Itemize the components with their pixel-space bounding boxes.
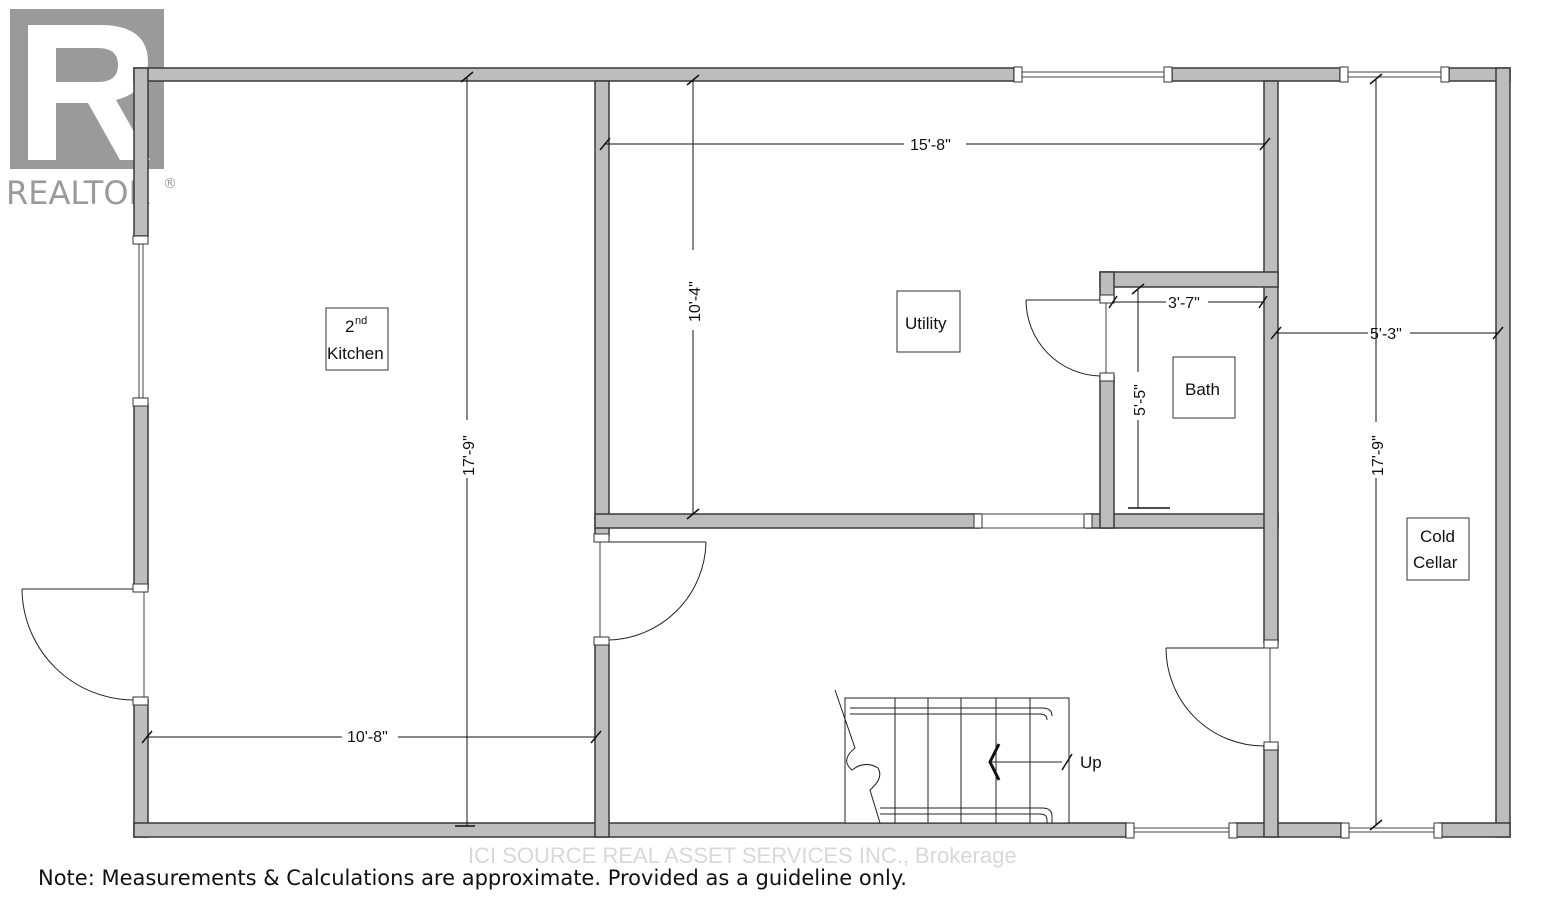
bottom-wall-right	[1439, 822, 1511, 838]
utility-width-dim: 15'-8"	[910, 137, 951, 154]
kitchen-depth-dim: 17'-9"	[461, 435, 478, 476]
window-left-cap-top	[132, 235, 149, 245]
kitchen-divider-upper	[594, 80, 610, 537]
bath-depth-dim: 5'-5"	[1132, 384, 1149, 416]
door-cap	[593, 636, 610, 646]
left-wall-middle	[133, 403, 149, 589]
room-label-cold-cellar: Cold Cellar	[1406, 517, 1470, 581]
opening-cap-right	[1083, 513, 1093, 529]
registered-mark: ®	[163, 176, 177, 192]
door-cap	[1263, 639, 1279, 649]
kitchen-divider-lower	[594, 643, 610, 838]
cellar-divider-lower	[1263, 745, 1279, 838]
cellar-width-dim: 5'-3"	[1370, 326, 1402, 343]
realtor-logo: REALTOR ®	[6, 9, 177, 212]
room-label-bath: Bath	[1172, 356, 1236, 419]
right-wall	[1495, 67, 1511, 838]
bath-bottom-wall	[1085, 513, 1279, 529]
opening-cap-left	[973, 513, 983, 529]
door-cap	[593, 533, 610, 543]
window-top-1-cap-right	[1163, 66, 1173, 83]
brokerage-watermark: ICI SOURCE REAL ASSET SERVICES INC., Bro…	[468, 843, 1096, 869]
left-wall-bottom	[133, 699, 149, 838]
exterior-walls	[133, 67, 1511, 838]
window-bottom-1-cap-right	[1228, 822, 1238, 839]
stair-arrow-icon	[988, 743, 1001, 781]
cold-cellar-label-line1: Cold	[1420, 527, 1455, 546]
door-cap	[1099, 294, 1115, 304]
door-bath	[1025, 294, 1115, 382]
door-kitchen-hall	[593, 533, 707, 646]
windows	[132, 66, 1450, 839]
top-wall-middle	[1171, 67, 1341, 82]
left-wall-top	[133, 67, 149, 237]
bottom-wall-left	[133, 822, 1127, 838]
window-bottom-1-cap-left	[1125, 822, 1135, 839]
utility-label: Utility	[905, 314, 947, 333]
cellar-depth-dim: 17'-9"	[1370, 435, 1387, 476]
door-cap	[1099, 372, 1115, 382]
door-exterior-left	[21, 583, 149, 706]
bottom-wall-middle	[1234, 822, 1342, 838]
window-top-2-cap-right	[1440, 66, 1450, 83]
door-cold-cellar	[1165, 639, 1279, 751]
doors	[21, 294, 1279, 751]
dimension-lines: 15'-8" 10'-4" 17'-9" 10'-8" 3'-7" 5'-5"	[141, 71, 1504, 831]
cellar-divider-upper	[1263, 80, 1279, 644]
room-label-kitchen: 2 nd Kitchen	[325, 307, 389, 371]
door-cap	[1263, 741, 1279, 751]
window-top-2-cap-left	[1339, 66, 1349, 83]
room-label-utility: Utility	[896, 290, 961, 353]
bath-width-dim: 3'-7"	[1168, 295, 1200, 312]
top-wall-left	[133, 67, 1015, 82]
door-cap	[132, 696, 149, 706]
staircase: Up	[834, 689, 1102, 824]
interior-walls	[594, 80, 1279, 838]
bath-top-wall	[1099, 271, 1279, 288]
utility-bottom-wall	[594, 513, 981, 529]
room-labels: 2 nd Kitchen Utility Bath Cold Cellar	[325, 290, 1470, 581]
window-bottom-2-cap-left	[1340, 822, 1350, 839]
cold-cellar-label-line2: Cellar	[1413, 553, 1458, 572]
disclaimer-note: Note: Measurements & Calculations are ap…	[38, 866, 907, 890]
window-bottom-2-cap-right	[1433, 822, 1443, 839]
door-cap	[132, 583, 149, 593]
kitchen-label-number: 2	[345, 317, 354, 336]
kitchen-label-sup: nd	[355, 315, 367, 327]
realtor-logo-text: REALTOR	[6, 174, 151, 212]
kitchen-width-dim: 10'-8"	[347, 729, 388, 746]
bath-label: Bath	[1185, 380, 1220, 399]
kitchen-label-text: Kitchen	[327, 344, 384, 363]
stairs-up-label: Up	[1080, 753, 1102, 772]
window-left-cap-bottom	[132, 397, 149, 407]
bath-left-wall-lower	[1099, 375, 1115, 529]
window-top-1-cap-left	[1013, 66, 1023, 83]
utility-depth-dim: 10'-4"	[687, 281, 704, 322]
